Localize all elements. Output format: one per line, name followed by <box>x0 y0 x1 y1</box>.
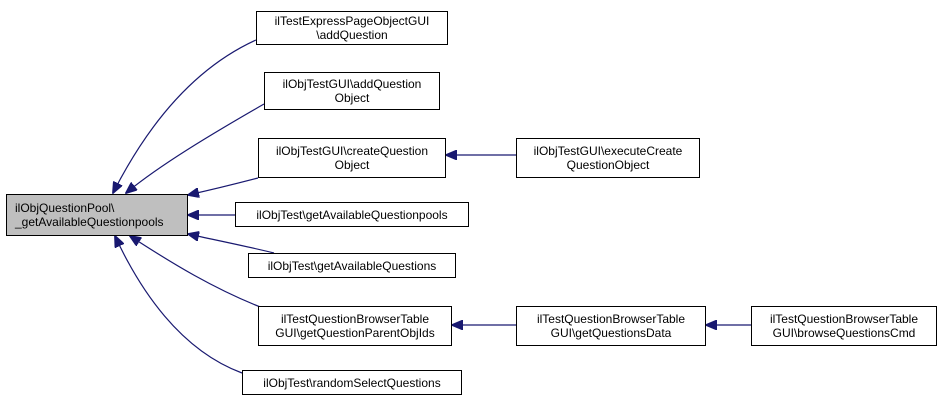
edge-n1-root <box>113 39 257 193</box>
node-express-page-add-question[interactable]: ilTestExpressPageObjectGUI \addQuestion <box>256 11 448 45</box>
node-label-line2: _getAvailableQuestionpools <box>15 215 164 229</box>
node-label-line1: ilObjTestGUI\executeCreate <box>533 144 683 158</box>
node-label-line1: ilTestQuestionBrowserTable <box>280 312 430 326</box>
node-browser-table-browse-questions-cmd[interactable]: ilTestQuestionBrowserTable GUI\browseQue… <box>751 306 937 346</box>
node-label-line1: ilObjTest\getAvailableQuestions <box>267 258 437 273</box>
node-test-get-available-questions[interactable]: ilObjTest\getAvailableQuestions <box>248 253 456 278</box>
node-label-line1: ilObjTest\randomSelectQuestions <box>263 375 441 390</box>
node-label-line2: \addQuestion <box>316 28 388 42</box>
edge-n7-root <box>130 236 269 311</box>
edge-n3-root <box>188 177 259 195</box>
node-label-line1: ilObjTestGUI\addQuestion <box>282 77 422 91</box>
node-label-line1: ilObjTest\getAvailableQuestionpools <box>256 207 448 222</box>
edge-n10-root <box>115 236 243 374</box>
node-test-gui-add-question-object[interactable]: ilObjTestGUI\addQuestion Object <box>264 72 440 110</box>
node-label-line2: QuestionObject <box>566 158 650 172</box>
node-label-line2: Object <box>334 91 370 105</box>
node-browser-table-get-questions-data[interactable]: ilTestQuestionBrowserTable GUI\getQuesti… <box>516 306 706 346</box>
node-root-get-available-questionpools[interactable]: ilObjQuestionPool\ _getAvailableQuestion… <box>6 194 188 236</box>
node-label-line2: GUI\getQuestionParentObjIds <box>275 326 435 340</box>
node-test-gui-create-question-object[interactable]: ilObjTestGUI\createQuestion Object <box>258 138 446 178</box>
node-label-line1: ilTestQuestionBrowserTable <box>536 312 686 326</box>
edge-n6-root <box>188 234 275 254</box>
node-test-gui-execute-create-question-object[interactable]: ilObjTestGUI\executeCreate QuestionObjec… <box>516 138 700 178</box>
node-label-line2: GUI\browseQuestionsCmd <box>772 326 916 340</box>
node-label-line1: ilObjQuestionPool\ <box>15 201 115 215</box>
node-test-random-select-questions[interactable]: ilObjTest\randomSelectQuestions <box>242 370 462 395</box>
node-test-get-available-questionpools[interactable]: ilObjTest\getAvailableQuestionpools <box>235 202 469 227</box>
node-label-line2: Object <box>334 158 370 172</box>
node-label-line1: ilObjTestGUI\createQuestion <box>275 144 429 158</box>
node-label-line2: GUI\getQuestionsData <box>550 326 672 340</box>
node-label-line1: ilTestQuestionBrowserTable <box>769 312 919 326</box>
edge-n2-root <box>126 103 265 193</box>
node-label-line1: ilTestExpressPageObjectGUI <box>274 14 430 28</box>
node-browser-table-get-question-parent-obj-ids[interactable]: ilTestQuestionBrowserTable GUI\getQuesti… <box>258 306 452 346</box>
